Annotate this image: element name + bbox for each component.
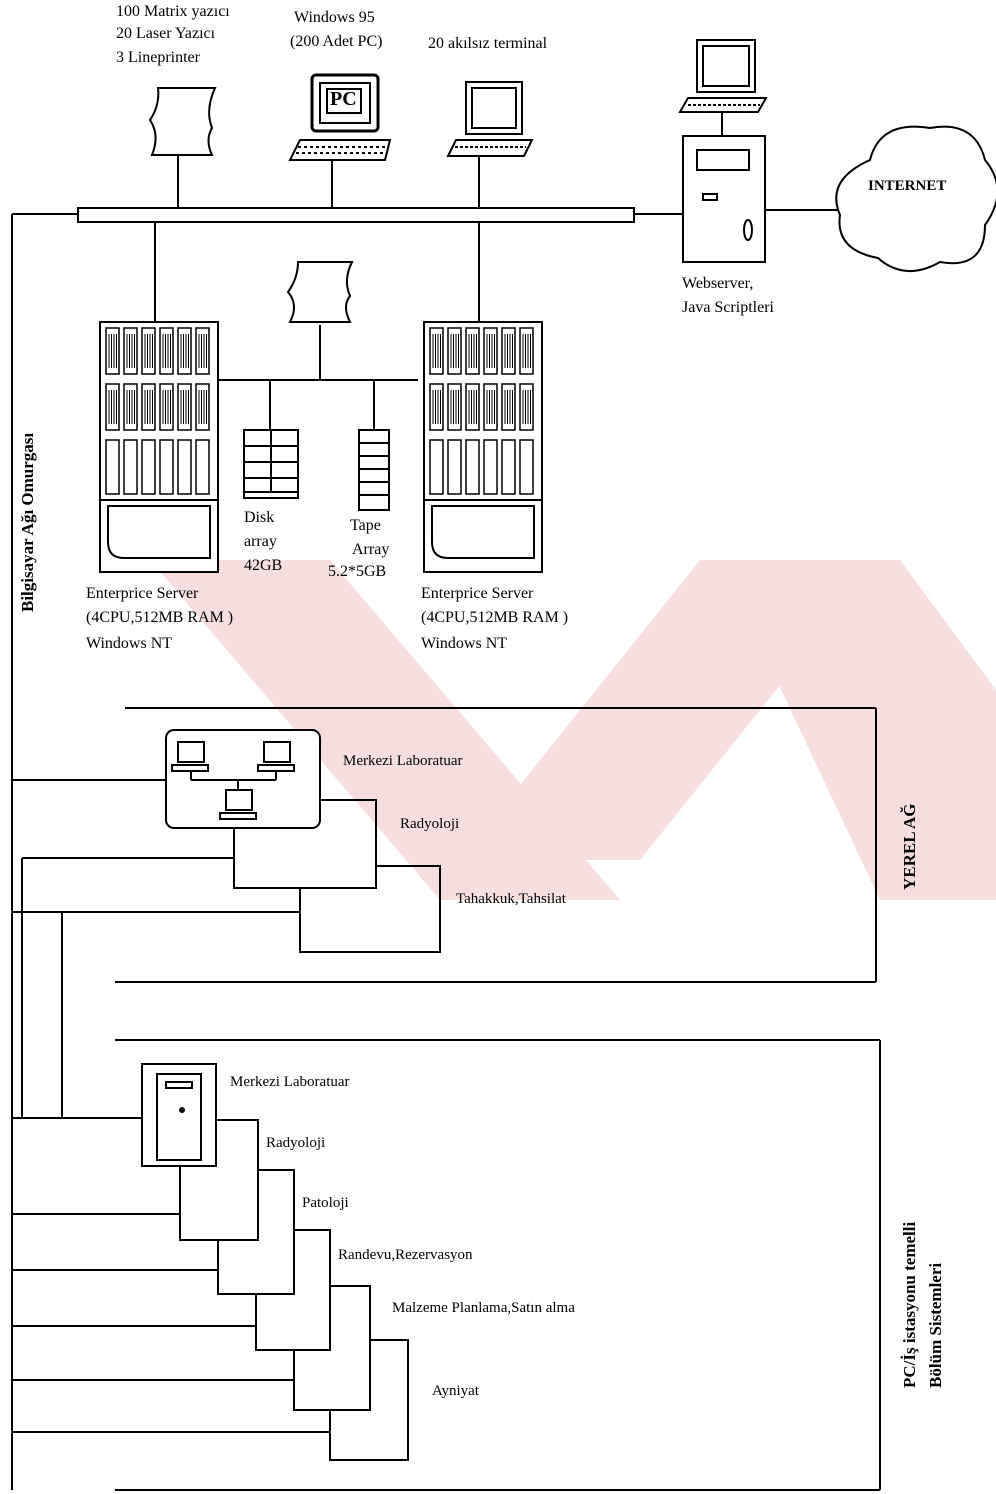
lan-title: YEREL AĞ bbox=[900, 803, 919, 890]
pc-systems-frame bbox=[115, 1039, 881, 1491]
lan-item-radyoloji: Radyoloji bbox=[400, 816, 460, 832]
printer-icon bbox=[148, 87, 217, 208]
tape-array-label-3: 5.2*5GB bbox=[328, 563, 387, 580]
lan-box-tahakkuk bbox=[299, 865, 441, 953]
right-server-label-3: Windows NT bbox=[421, 635, 508, 652]
pc-item-radyoloji: Radyoloji bbox=[266, 1135, 326, 1151]
disk-array-label-3: 42GB bbox=[244, 557, 283, 574]
printers-label-2: 20 Laser Yazıcı bbox=[116, 25, 216, 42]
lan-item-lab: Merkezi Laboratuar bbox=[343, 753, 463, 769]
left-server-label-1: Enterprice Server bbox=[86, 585, 199, 602]
lan-pc-icons bbox=[171, 741, 295, 820]
pc-item-ayniyat: Ayniyat bbox=[432, 1383, 479, 1399]
tape-array-icon bbox=[358, 429, 390, 511]
disk-array-icon bbox=[243, 429, 299, 499]
right-server-icon bbox=[423, 321, 543, 573]
watermark bbox=[150, 560, 996, 900]
pc-box-malzeme bbox=[293, 1285, 371, 1411]
pc-label-1: Windows 95 bbox=[294, 9, 375, 26]
pc-item-malzeme: Malzeme Planlama,Satın alma bbox=[392, 1300, 575, 1316]
pc-item-patoloji: Patoloji bbox=[302, 1195, 349, 1211]
pc-screen-text: PC bbox=[330, 88, 357, 110]
left-server-label-2: (4CPU,512MB RAM ) bbox=[86, 609, 234, 626]
terminal-icon bbox=[446, 81, 534, 208]
pc-icon bbox=[288, 73, 392, 208]
webserver-label-2: Java Scriptleri bbox=[682, 299, 774, 316]
disk-array-label-1: Disk bbox=[244, 509, 275, 526]
right-server-label-2: (4CPU,512MB RAM ) bbox=[421, 609, 569, 626]
lan-frame bbox=[115, 707, 877, 983]
backbone-bus bbox=[77, 207, 635, 223]
tape-array-label-2: Array bbox=[352, 541, 390, 558]
webserver-label-1: Webserver, bbox=[682, 275, 754, 292]
pc-label-2: (200 Adet PC) bbox=[290, 33, 383, 50]
storage-printer-icon bbox=[286, 261, 354, 323]
left-server-label-3: Windows NT bbox=[86, 635, 173, 652]
printers-label-1: 100 Matrix yazıcı bbox=[116, 3, 230, 20]
pc-box-radyoloji bbox=[179, 1119, 259, 1241]
lan-box-radyoloji bbox=[233, 799, 377, 889]
backbone-label: Bilgisayar Ağı Omurgası bbox=[18, 432, 37, 612]
lan-item-tahakkuk: Tahakkuk,Tahsilat bbox=[456, 891, 566, 907]
internet-label: INTERNET bbox=[868, 178, 947, 194]
tape-array-label-1: Tape bbox=[350, 517, 381, 534]
terminal-label: 20 akılsız terminal bbox=[428, 35, 548, 52]
disk-array-label-2: array bbox=[244, 533, 277, 550]
pc-systems-title-1: PC/İş istasyonu temelli bbox=[900, 1221, 919, 1388]
right-server-label-1: Enterprice Server bbox=[421, 585, 534, 602]
pc-systems-title-2: Bölüm Sistemleri bbox=[926, 1262, 945, 1388]
printers-label-3: 3 Lineprinter bbox=[116, 49, 200, 66]
webserver-icon bbox=[678, 39, 870, 263]
pc-box-patoloji bbox=[217, 1169, 295, 1295]
pc-item-randevu: Randevu,Rezervasyon bbox=[338, 1247, 473, 1263]
pc-box-ayniyat bbox=[329, 1339, 409, 1461]
pc-box-randevu bbox=[255, 1229, 331, 1351]
pc-box-lab bbox=[141, 1063, 217, 1167]
internet-cloud bbox=[835, 125, 996, 273]
pc-item-lab: Merkezi Laboratuar bbox=[230, 1074, 350, 1090]
left-server-icon bbox=[99, 321, 219, 573]
